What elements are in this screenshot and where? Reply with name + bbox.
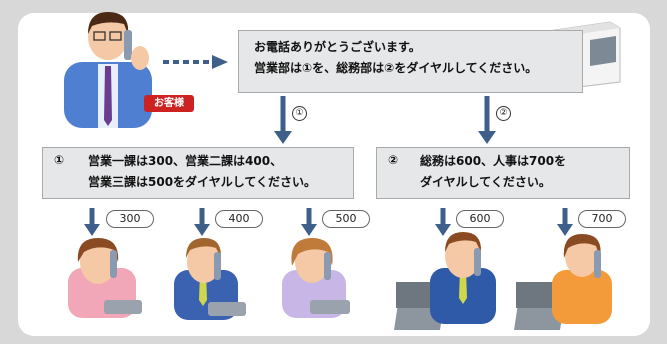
branch2-box (376, 147, 630, 199)
arrow-label-2: ② (496, 106, 511, 121)
customer-figure (64, 12, 152, 128)
operator-300 (68, 238, 142, 318)
arrow-label-1: ① (292, 106, 307, 121)
branch1-box (42, 147, 354, 199)
greeting-box (238, 30, 583, 93)
operator-700 (514, 234, 612, 330)
extension-400: 400 (215, 210, 263, 228)
extension-500: 500 (322, 210, 370, 228)
greeting-line2: 営業部は①を、総務部は②をダイヤルしてください。 (254, 61, 538, 75)
extension-arrows (84, 208, 573, 236)
greeting-line1: お電話ありがとうございます。 (254, 40, 421, 54)
branch2-marker: ② (388, 153, 399, 167)
branch1-line2: 営業三課は500をダイヤルしてください。 (88, 175, 316, 189)
operator-600 (394, 232, 496, 330)
arrow-to-branch1-head (274, 131, 292, 144)
extension-600: 600 (456, 210, 504, 228)
extension-700: 700 (578, 210, 626, 228)
branch2-line2: ダイヤルしてください。 (420, 175, 551, 189)
customer-label: お客様 (144, 95, 194, 112)
branch2-line1: 総務は600、人事は700を (420, 154, 567, 168)
operator-500 (282, 238, 350, 318)
arrow-to-branch2-head (478, 131, 496, 144)
extension-300: 300 (106, 210, 154, 228)
operator-400 (174, 238, 246, 320)
branch1-marker: ① (54, 153, 65, 167)
dashed-call-arrowhead (212, 55, 228, 69)
branch1-line1: 営業一課は300、営業二課は400、 (88, 154, 283, 168)
